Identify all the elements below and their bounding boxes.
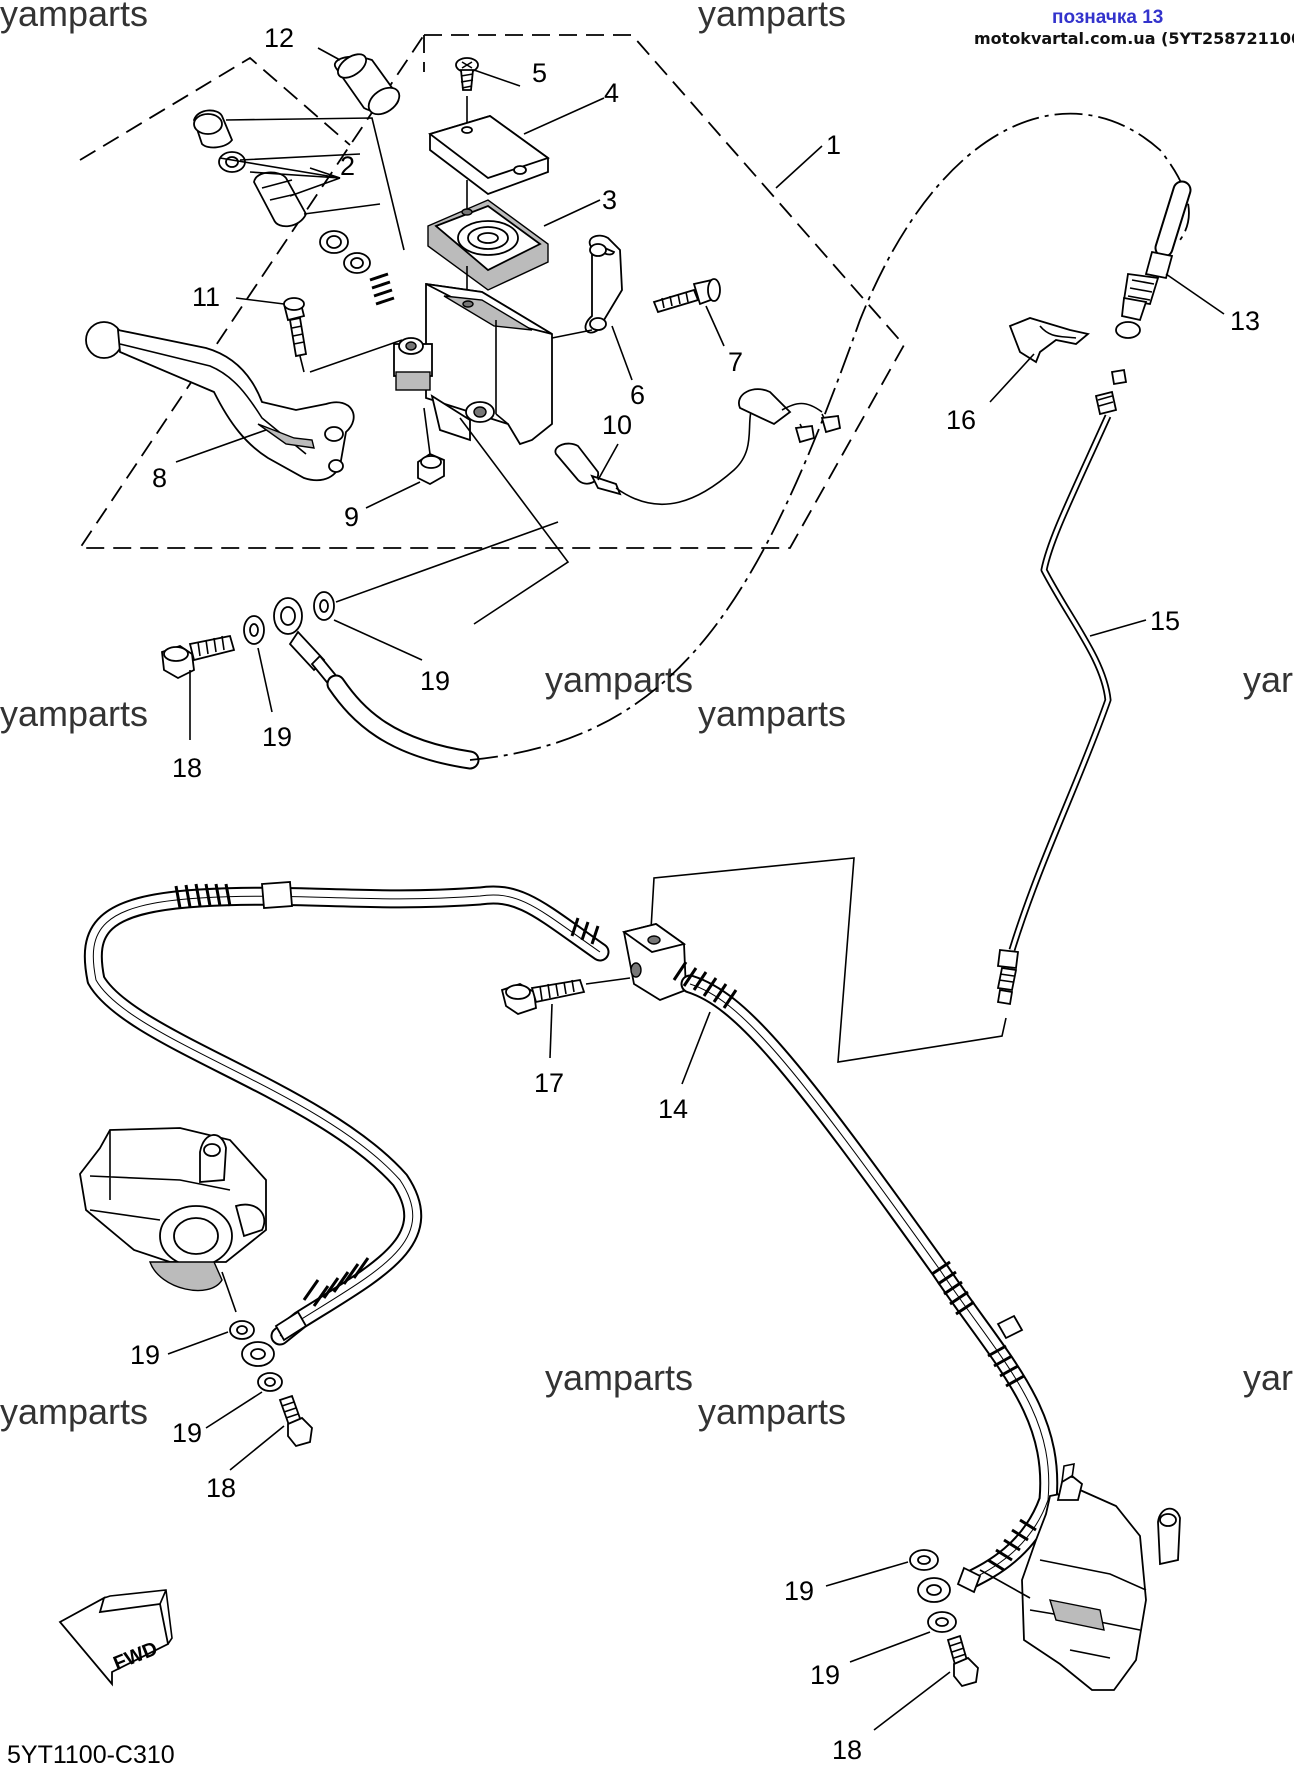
watermark: yamparts [698, 0, 846, 34]
part-19-washer-upper-right [313, 591, 335, 621]
part-6-axis [551, 329, 593, 339]
part-13-brake-hose [326, 112, 1192, 770]
caliper-right [1021, 1462, 1181, 1691]
watermark: yamparts [0, 693, 148, 734]
part-3-diaphragm [427, 199, 549, 291]
callout-19: 19 [810, 1660, 840, 1690]
part-19-washer-upper-left [243, 615, 265, 645]
part-15-brake-pipe [996, 368, 1128, 1006]
part-5-screw [455, 57, 479, 91]
part-14-right-hose [672, 961, 1059, 1594]
caliper-left [79, 1127, 267, 1313]
master-cylinder-body [393, 282, 553, 446]
callouts: 1 2 3 4 5 6 7 8 9 10 11 12 13 14 15 16 1… [130, 23, 1260, 1765]
header-site: motokvartal.com.ua (5YT258721100) [974, 29, 1294, 48]
callout-6: 6 [630, 380, 645, 410]
callout-19: 19 [130, 1340, 160, 1370]
caliper-right-axis [979, 1569, 1031, 1599]
part-2-piston-kit [193, 109, 405, 306]
watermark: yamparts [698, 693, 846, 734]
callout-4: 4 [604, 78, 619, 108]
part-6-bracket [584, 234, 623, 334]
callout-19: 19 [784, 1576, 814, 1606]
washer-axis-upper [335, 521, 559, 603]
callout-3: 3 [602, 185, 617, 215]
callout-14: 14 [658, 1094, 688, 1124]
header-label: позначка 13 [1052, 7, 1163, 28]
callout-10: 10 [602, 410, 632, 440]
callout-12: 12 [264, 23, 294, 53]
part-19-washer-lower-left-1 [229, 1320, 255, 1340]
part-19-washer-lower-left-2 [257, 1372, 283, 1392]
part-19-washer-lower-right-1 [909, 1549, 939, 1571]
joint-block [621, 923, 687, 1001]
watermark: yamparts [698, 1391, 846, 1432]
part-9-nut [417, 452, 445, 486]
part-11-axis [299, 339, 403, 373]
callout-19: 19 [262, 722, 292, 752]
callout-17: 17 [534, 1068, 564, 1098]
callout-19: 19 [172, 1418, 202, 1448]
part-17-axis [585, 977, 631, 985]
callout-9: 9 [344, 502, 359, 532]
callout-16: 16 [946, 405, 976, 435]
assembly-boundary [78, 34, 906, 549]
banjo-fitting-upper [273, 597, 340, 688]
watermark: yamparts [545, 659, 693, 700]
leader-lines [167, 47, 1225, 1731]
part-18-banjo-bolt-upper [161, 634, 236, 680]
part-11-pivot-bolt [282, 297, 308, 358]
part-18-banjo-bolt-lower-left [278, 1394, 313, 1448]
part-7-bolt [652, 278, 721, 314]
callout-18: 18 [832, 1735, 862, 1765]
watermark: yamparts [0, 0, 148, 34]
watermark-partial: yar [1243, 1357, 1293, 1398]
callout-1: 1 [826, 130, 841, 160]
part-18-banjo-bolt-lower-right [946, 1634, 979, 1688]
watermark-partial: yar [1243, 659, 1293, 700]
joint-guide-line [649, 857, 1007, 1063]
banjo-fitting-lower-left [241, 1341, 275, 1367]
part-12-cap [333, 53, 401, 116]
callout-2: 2 [340, 151, 355, 181]
callout-5: 5 [532, 58, 547, 88]
banjo-fitting-lower-right [917, 1577, 951, 1603]
callout-8: 8 [152, 463, 167, 493]
part-8-lever [85, 321, 355, 482]
part-4-cover [428, 115, 550, 196]
part-17-bolt [500, 978, 586, 1015]
part-19-washer-lower-right-2 [927, 1611, 957, 1633]
part-9-axis [423, 407, 431, 455]
part-14-left-hose [83, 881, 610, 1346]
callout-19: 19 [420, 666, 450, 696]
callout-18: 18 [206, 1473, 236, 1503]
callout-18: 18 [172, 753, 202, 783]
diagram-code: 5YT1100-C310 [7, 1741, 175, 1769]
part-10-brake-switch [554, 388, 842, 506]
banjo-guide-line [459, 417, 570, 625]
watermark: yamparts [545, 1357, 693, 1398]
fwd-arrow-icon: FWD [58, 1589, 173, 1687]
callout-7: 7 [728, 347, 743, 377]
part-16-clip [1008, 317, 1090, 364]
callout-13: 13 [1230, 306, 1260, 336]
callout-15: 15 [1150, 606, 1180, 636]
watermark: yamparts [0, 1391, 148, 1432]
callout-11: 11 [192, 282, 220, 312]
